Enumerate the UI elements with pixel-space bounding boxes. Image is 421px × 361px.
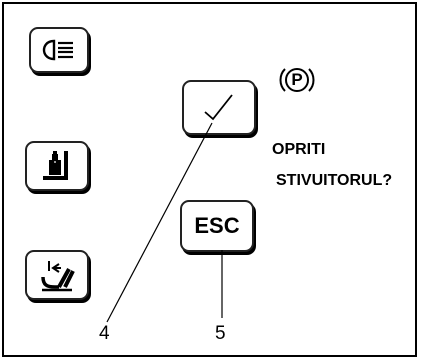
parking-brake-icon: P (279, 66, 315, 94)
parking-brake-label: P (291, 70, 303, 89)
mast-lift-button[interactable] (25, 141, 89, 191)
message-line-2: STIVUITORUL? (276, 172, 393, 189)
seat-button[interactable] (25, 250, 89, 300)
checkmark-icon (204, 93, 233, 120)
message-line-1: OPRITI (272, 141, 326, 158)
callout-number-escape: 5 (215, 323, 226, 344)
confirm-button[interactable] (182, 80, 256, 135)
escape-label: ESC (194, 213, 240, 238)
seat-recline-icon (41, 261, 75, 292)
lights-button[interactable] (29, 27, 89, 73)
callout-number-confirm: 4 (99, 323, 110, 344)
forklift-mast-icon (43, 151, 68, 180)
display-panel (2, 2, 417, 357)
escape-button[interactable]: ESC (180, 200, 254, 252)
headlight-icon (42, 39, 73, 61)
